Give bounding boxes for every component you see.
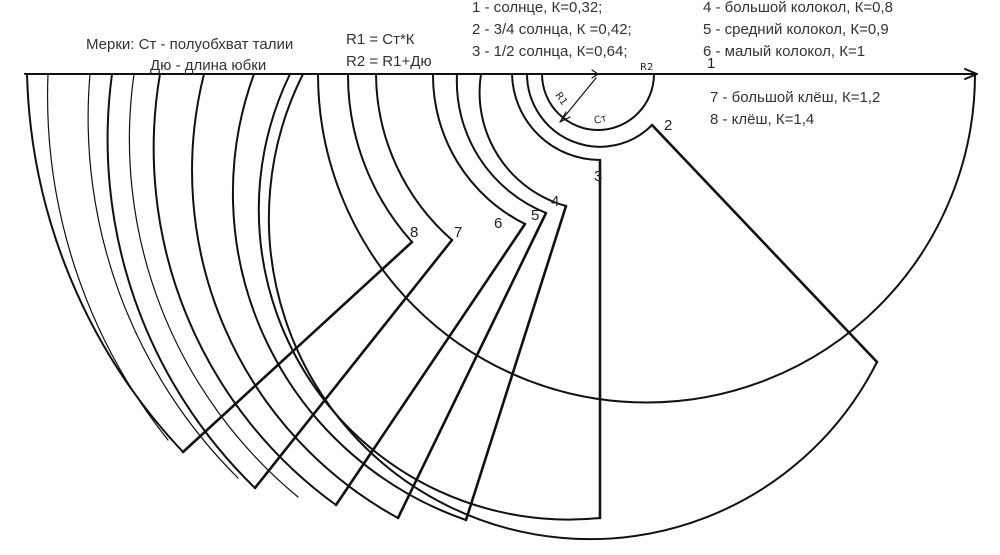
legend-item-8: 8 - клёш, К=1,4 xyxy=(710,111,815,128)
pattern-5-side xyxy=(396,211,548,520)
pattern-7-hem xyxy=(106,73,256,489)
st-annotation: Ст xyxy=(593,113,608,127)
pattern-4-hem xyxy=(231,73,467,521)
legend-item-1: 1 - солнце, К=0,32; xyxy=(472,0,603,16)
pattern-2-side xyxy=(650,123,879,364)
pattern-5-hem xyxy=(191,73,399,519)
pattern-number-2: 2 xyxy=(664,117,672,134)
pattern-7-side xyxy=(253,238,454,490)
legend-item-4: 4 - большой колокол, К=0,8 xyxy=(703,0,893,16)
r2-annotation: R2 xyxy=(640,62,653,73)
legend-item-7: 7 - большой клёш, К=1,2 xyxy=(710,89,881,106)
guide-arc-b xyxy=(87,73,239,479)
pattern-1-waist xyxy=(541,73,655,131)
r1-arrow-line xyxy=(559,77,597,123)
legend-item-6: 6 - малый колокол, К=1 xyxy=(703,43,866,60)
pattern-7-waist xyxy=(375,73,453,241)
pattern-number-8: 8 xyxy=(410,224,418,241)
pattern-4-side xyxy=(464,204,568,522)
pattern-6-hem xyxy=(152,73,337,506)
pattern-number-4: 4 xyxy=(551,193,559,210)
guide-arc-c xyxy=(128,73,299,498)
pattern-6-waist xyxy=(431,73,526,225)
pattern-8-hem xyxy=(26,73,184,453)
measures-line-1: Мерки: Ст - полуобхват талии xyxy=(86,36,294,53)
pattern-number-6: 6 xyxy=(494,215,502,232)
pattern-number-3: 3 xyxy=(594,168,602,185)
r2-arrowhead xyxy=(591,69,599,79)
pattern-number-7: 7 xyxy=(454,224,462,241)
legend-item-5: 5 - средний колокол, К=0,9 xyxy=(703,21,889,38)
legend-item-2: 2 - 3/4 солнца, К =0,42; xyxy=(472,21,632,38)
pattern-3-waist xyxy=(511,73,601,161)
pattern-2-waist xyxy=(526,73,653,148)
r2-formula: R2 = R1+Дю xyxy=(346,53,432,70)
baseline-arrowhead xyxy=(964,68,978,80)
pattern-8-waist xyxy=(346,73,413,243)
r1-arrowhead xyxy=(559,111,571,123)
pattern-number-5: 5 xyxy=(531,207,539,224)
r1-formula: R1 = Ст*К xyxy=(346,31,415,48)
pattern-3-hem xyxy=(257,73,601,521)
pattern-5-waist xyxy=(455,73,547,214)
pattern-1-hem xyxy=(317,73,976,404)
pattern-number-1: 1 xyxy=(707,55,715,72)
legend-item-3: 3 - 1/2 солнца, К=0,64; xyxy=(472,43,628,60)
pattern-8-side xyxy=(181,240,414,454)
pattern-2-hem xyxy=(267,73,878,541)
r1-annotation: R1 xyxy=(553,90,570,107)
pattern-6-side xyxy=(334,222,527,507)
pattern-4-waist xyxy=(478,73,567,207)
measures-line-2: Дю - длина юбки xyxy=(150,57,267,74)
guide-arc-a xyxy=(46,73,169,441)
